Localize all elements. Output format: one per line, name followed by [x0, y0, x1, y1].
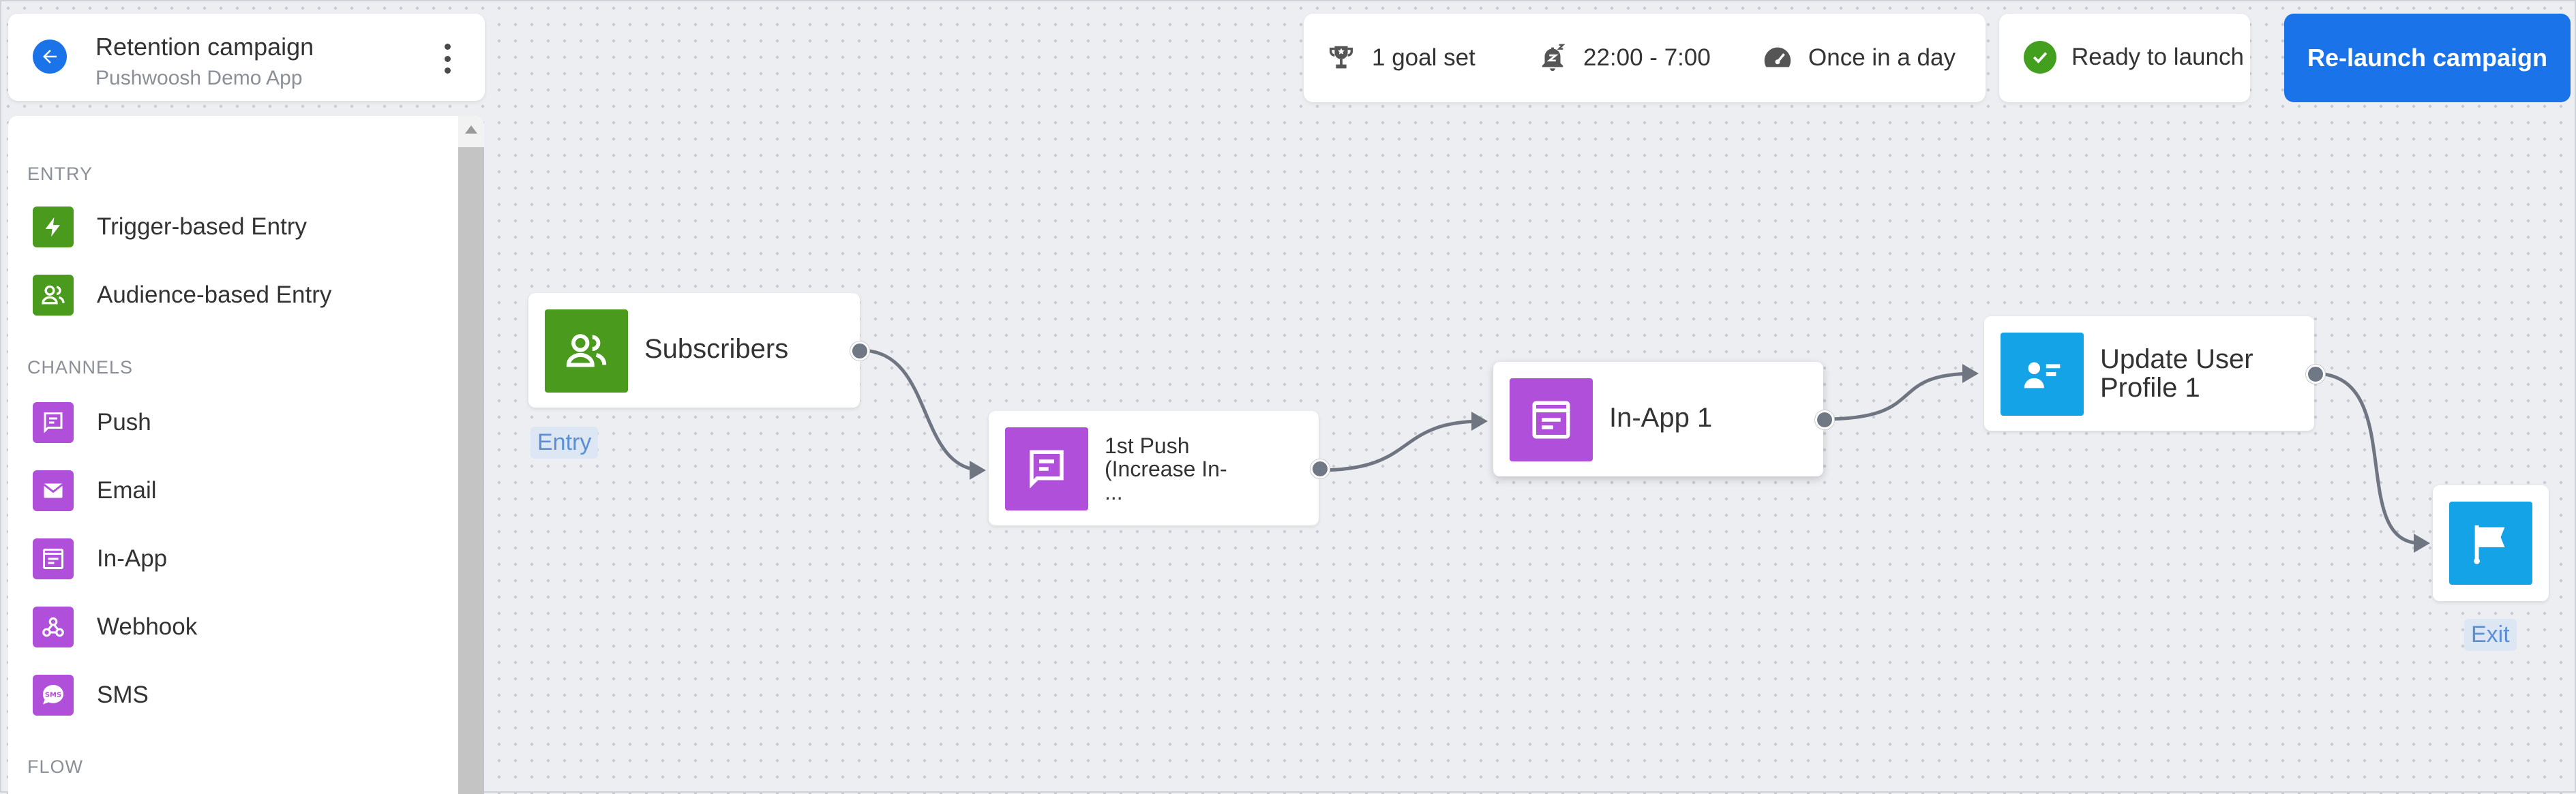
inapp-icon — [1510, 378, 1593, 461]
section-channels: CHANNELS — [27, 357, 134, 378]
inapp-icon — [33, 538, 74, 579]
more-menu-icon[interactable] — [435, 44, 460, 74]
message-icon — [1005, 427, 1088, 510]
message-icon — [33, 402, 74, 443]
output-port[interactable] — [2306, 365, 2325, 384]
sidebar-item-label: Email — [97, 477, 157, 504]
output-port[interactable] — [1311, 459, 1330, 478]
sidebar-item-label: Webhook — [97, 613, 198, 640]
webhook-icon — [33, 607, 74, 647]
sidebar-item-push[interactable]: Push — [33, 399, 435, 446]
node-update-profile[interactable]: Update User Profile 1 — [1984, 316, 2325, 431]
snooze-bell-icon — [1536, 41, 1570, 75]
node-subscribers[interactable]: Subscribers — [528, 293, 869, 408]
frequency-text: Once in a day — [1808, 44, 1956, 71]
check-circle-icon — [2024, 41, 2056, 74]
status-text: Ready to launch — [2071, 44, 2244, 70]
lightning-icon — [33, 207, 74, 247]
profile-card-icon — [2001, 333, 2084, 416]
sms-icon: SMS — [33, 675, 74, 716]
section-entry: ENTRY — [27, 164, 93, 184]
sidebar-item-webhook[interactable]: Webhook — [33, 603, 435, 651]
sidebar-item-inapp[interactable]: In-App — [33, 535, 435, 583]
quiet-hours-text: 22:00 - 7:00 — [1583, 44, 1711, 71]
sidebar-item-audience-entry[interactable]: Audience-based Entry — [33, 271, 435, 319]
flag-icon — [2449, 502, 2532, 585]
launch-status: Ready to launch — [1999, 14, 2250, 102]
back-button[interactable] — [33, 40, 67, 74]
edge-push-inapp — [1318, 419, 1485, 472]
relaunch-campaign-button[interactable]: Re-launch campaign — [2284, 14, 2571, 102]
node-title: In-App 1 — [1609, 403, 1713, 433]
svg-text:SMS: SMS — [45, 692, 61, 699]
campaign-title: Retention campaign — [95, 33, 314, 61]
sidebar-item-sms[interactable]: SMS SMS — [33, 671, 435, 719]
arrow-left-icon — [43, 50, 57, 63]
output-port[interactable] — [850, 341, 869, 361]
edge-inapp-profile — [1823, 371, 1976, 421]
sidebar-item-label: SMS — [97, 682, 149, 708]
node-title-line3: ... — [1105, 480, 1123, 504]
mail-icon — [33, 470, 74, 511]
quiet-hours-setting[interactable]: 22:00 - 7:00 — [1536, 41, 1711, 75]
sidebar-item-label: Push — [97, 409, 151, 436]
goal-setting[interactable]: 1 goal set — [1324, 41, 1476, 75]
trophy-icon — [1324, 41, 1358, 75]
output-port[interactable] — [1815, 410, 1834, 429]
sidebar-item-label: In-App — [97, 545, 168, 572]
speedometer-icon — [1761, 41, 1795, 75]
sidebar-item-label: Trigger-based Entry — [97, 213, 307, 240]
node-exit[interactable] — [2433, 485, 2549, 601]
elements-sidebar: ENTRY Trigger-based Entry Audience-based… — [8, 116, 484, 794]
campaign-header: Retention campaign Pushwoosh Demo App — [8, 14, 485, 101]
campaign-settings-bar: 1 goal set 22:00 - 7:00 Once in a day — [1304, 14, 1986, 102]
sidebar-scrollbar[interactable] — [458, 116, 484, 794]
node-title-line1: Update User — [2100, 344, 2253, 374]
edge-subscribers-push — [860, 348, 985, 474]
users-icon — [545, 309, 628, 393]
node-title-line2: (Increase In- — [1105, 457, 1227, 481]
exit-tag: Exit — [2464, 619, 2517, 651]
app-name: Pushwoosh Demo App — [95, 67, 303, 89]
sidebar-item-trigger-entry[interactable]: Trigger-based Entry — [33, 203, 435, 251]
scroll-up-icon[interactable] — [465, 125, 477, 134]
node-inapp[interactable]: In-App 1 — [1493, 362, 1834, 476]
section-flow: FLOW — [27, 757, 83, 777]
sidebar-item-label: Audience-based Entry — [97, 281, 332, 308]
edge-profile-exit — [2313, 371, 2421, 545]
sidebar-item-email[interactable]: Email — [33, 467, 435, 515]
node-title-line2: Profile 1 — [2100, 373, 2200, 403]
scroll-thumb[interactable] — [458, 147, 484, 794]
entry-tag: Entry — [530, 427, 599, 459]
node-title: Subscribers — [644, 334, 789, 364]
users-icon — [33, 275, 74, 316]
goal-text: 1 goal set — [1372, 44, 1476, 71]
node-push[interactable]: 1st Push (Increase In- ... — [989, 411, 1330, 525]
frequency-setting[interactable]: Once in a day — [1761, 41, 1956, 75]
node-title-line1: 1st Push — [1105, 433, 1190, 458]
